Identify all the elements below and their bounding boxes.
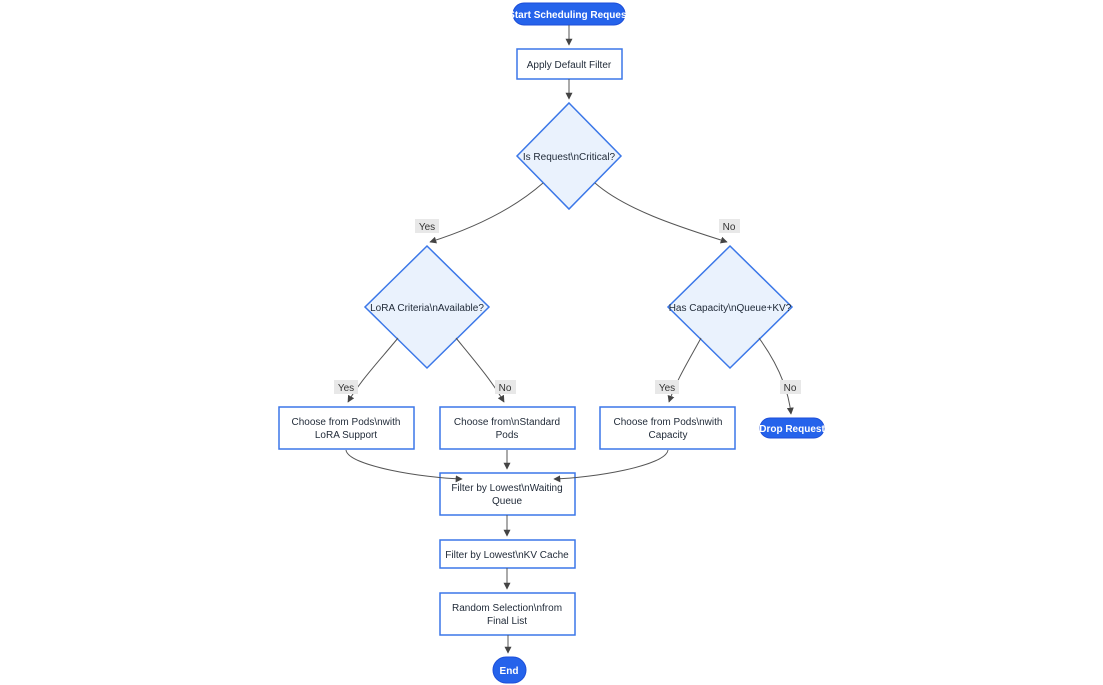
edge-label-critical-no: No xyxy=(719,219,740,233)
edge-lora-no-to-choose-standard xyxy=(455,337,505,403)
edge-choose-capacity-to-filter-queue xyxy=(553,449,669,483)
node-choose-standard-pods: Choose from\nStandard Pods xyxy=(439,406,576,450)
node-start: Start Scheduling Request xyxy=(508,2,631,26)
node-end: End xyxy=(492,656,527,684)
edge-label-text: No xyxy=(784,383,797,394)
node-is-request-critical: Is Request\nCritical? xyxy=(515,101,623,211)
choose-capacity-rect-shape xyxy=(599,406,736,450)
choose-standard-rect-shape xyxy=(439,406,576,450)
choose-lora-rect-shape xyxy=(278,406,415,450)
edge-label-text: No xyxy=(499,383,512,394)
node-filter-queue-line1: Filter by Lowest\nWaiting xyxy=(451,483,562,494)
node-choose-standard-line1: Choose from\nStandard xyxy=(454,417,560,428)
node-lora-criteria: LoRA Criteria\nAvailable? xyxy=(363,244,491,370)
edge-label-critical-yes: Yes xyxy=(415,219,439,233)
node-has-capacity-label: Has Capacity\nQueue+KV? xyxy=(669,303,792,314)
node-apply-filter-label: Apply Default Filter xyxy=(527,60,612,71)
apply-filter-rect-shape xyxy=(516,48,623,80)
node-choose-capacity-line2: Capacity xyxy=(649,430,688,441)
node-drop-request: Drop Request xyxy=(759,417,825,439)
node-choose-lora-line2: LoRA Support xyxy=(315,430,377,441)
edge-label-lora-no: No xyxy=(495,380,516,394)
node-random-selection: Random Selection\nfrom Final List xyxy=(439,592,576,636)
edge-label-capacity-yes: Yes xyxy=(655,380,679,394)
edge-lora-yes-to-choose-lora xyxy=(347,337,399,403)
edge-label-bg xyxy=(415,219,439,233)
filter-queue-rect-shape xyxy=(439,472,576,516)
edge-label-bg xyxy=(719,219,740,233)
edge-is-critical-yes-to-lora xyxy=(429,182,544,244)
node-random-selection-line1: Random Selection\nfrom xyxy=(452,603,562,614)
node-filter-waiting-queue: Filter by Lowest\nWaiting Queue xyxy=(439,472,576,516)
edge-label-lora-yes: Yes xyxy=(334,380,358,394)
node-end-label: End xyxy=(500,666,519,677)
node-choose-lora-line1: Choose from Pods\nwith xyxy=(292,417,401,428)
has-capacity-diamond-shape xyxy=(666,244,794,370)
edge-label-bg xyxy=(655,380,679,394)
edge-label-text: Yes xyxy=(659,383,675,394)
edge-label-bg xyxy=(334,380,358,394)
node-is-critical-label: Is Request\nCritical? xyxy=(523,152,616,163)
is-critical-diamond-shape xyxy=(515,101,623,211)
edge-capacity-no-to-drop-request xyxy=(758,337,794,415)
node-apply-default-filter: Apply Default Filter xyxy=(516,48,623,80)
filter-kv-rect-shape xyxy=(439,539,576,569)
node-random-selection-line2: Final List xyxy=(487,616,527,627)
lora-criteria-diamond-shape xyxy=(363,244,491,370)
node-choose-lora-pods: Choose from Pods\nwith LoRA Support xyxy=(278,406,415,450)
edge-is-critical-no-to-capacity xyxy=(594,182,728,244)
node-lora-criteria-label: LoRA Criteria\nAvailable? xyxy=(370,303,484,314)
node-start-label: Start Scheduling Request xyxy=(508,10,630,21)
edge-label-bg xyxy=(780,380,801,394)
node-choose-capacity-pods: Choose from Pods\nwith Capacity xyxy=(599,406,736,450)
random-selection-rect-shape xyxy=(439,592,576,636)
node-drop-request-label: Drop Request xyxy=(759,424,825,435)
node-choose-capacity-line1: Choose from Pods\nwith xyxy=(614,417,723,428)
node-filter-kv-label: Filter by Lowest\nKV Cache xyxy=(445,550,569,561)
node-has-capacity: Has Capacity\nQueue+KV? xyxy=(666,244,794,370)
edge-label-capacity-no: No xyxy=(780,380,801,394)
node-filter-queue-line2: Queue xyxy=(492,496,522,507)
edge-label-text: No xyxy=(723,222,736,233)
edge-label-bg xyxy=(495,380,516,394)
edge-label-text: Yes xyxy=(419,222,435,233)
node-filter-kv-cache: Filter by Lowest\nKV Cache xyxy=(439,539,576,569)
edge-label-text: Yes xyxy=(338,383,354,394)
node-choose-standard-line2: Pods xyxy=(496,430,519,441)
edge-capacity-yes-to-choose-capacity xyxy=(667,337,702,403)
drop-request-stadium-shape xyxy=(759,417,825,439)
edge-choose-lora-to-filter-queue xyxy=(345,449,463,483)
end-stadium-shape xyxy=(492,656,527,684)
